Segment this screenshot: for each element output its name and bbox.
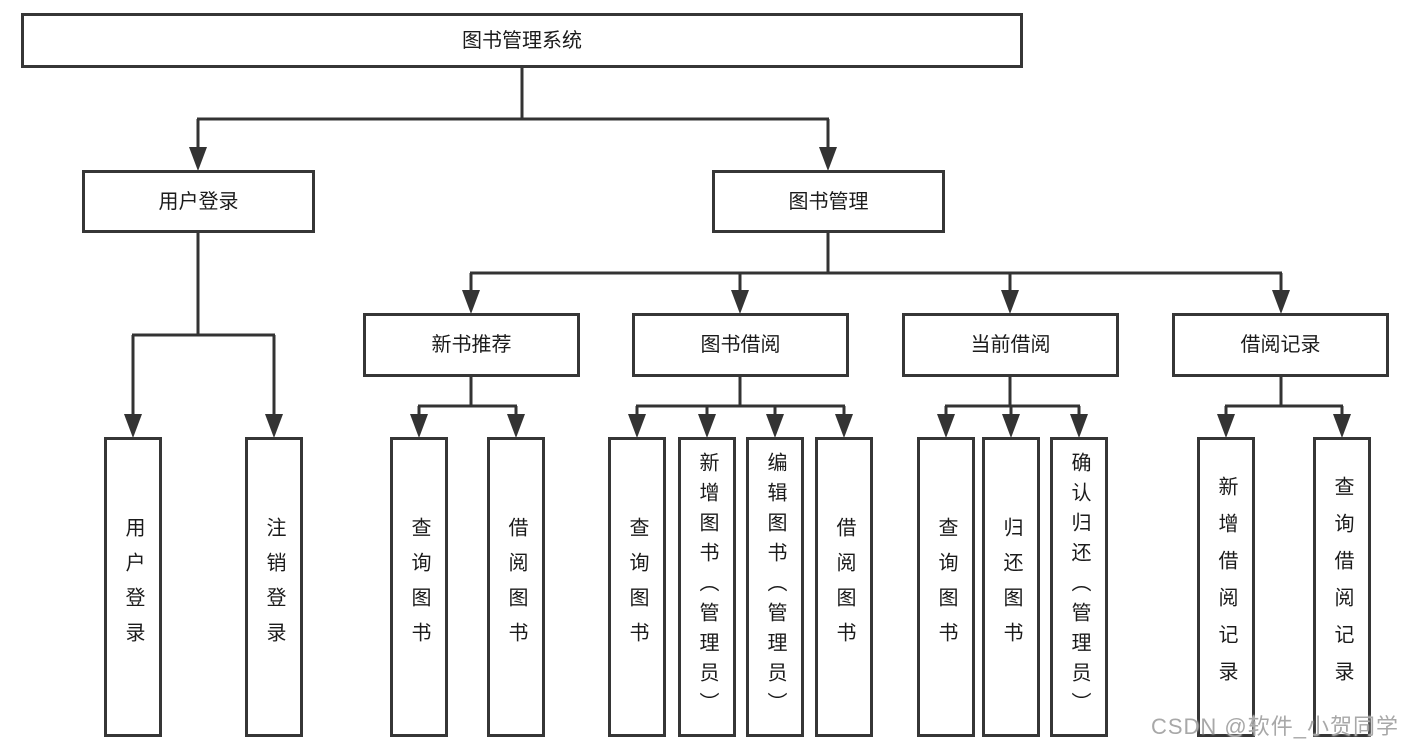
leaf-return-books: 归还图书 xyxy=(982,437,1040,737)
leaf-query-books-1: 查询图书 xyxy=(390,437,448,737)
leaf-query-books-2: 查询图书 xyxy=(608,437,666,737)
arrowheads xyxy=(124,147,1351,438)
leaf-user-login: 用户登录 xyxy=(104,437,162,737)
leaf-edit-books-admin: 编辑图书（管理员） xyxy=(746,437,804,737)
leaf-borrow-books-1: 借阅图书 xyxy=(487,437,545,737)
node-root-book-management-system: 图书管理系统 xyxy=(21,13,1023,68)
leaf-logout: 注销登录 xyxy=(245,437,303,737)
leaf-borrow-books-2: 借阅图书 xyxy=(815,437,873,737)
leaf-query-books-3: 查询图书 xyxy=(917,437,975,737)
node-user-login-branch: 用户登录 xyxy=(82,170,315,233)
leaf-add-books-admin: 新增图书（管理员） xyxy=(678,437,736,737)
node-new-book-recommend: 新书推荐 xyxy=(363,313,580,377)
node-current-borrow: 当前借阅 xyxy=(902,313,1119,377)
leaf-confirm-return-admin: 确认归还（管理员） xyxy=(1050,437,1108,737)
node-book-borrow: 图书借阅 xyxy=(632,313,849,377)
leaf-query-borrow-record: 查询借阅记录 xyxy=(1313,437,1371,737)
leaf-add-borrow-record: 新增借阅记录 xyxy=(1197,437,1255,737)
csdn-watermark: CSDN @软件_小贺同学 xyxy=(1150,714,1399,739)
node-borrow-record: 借阅记录 xyxy=(1172,313,1389,377)
node-book-management-branch: 图书管理 xyxy=(712,170,945,233)
